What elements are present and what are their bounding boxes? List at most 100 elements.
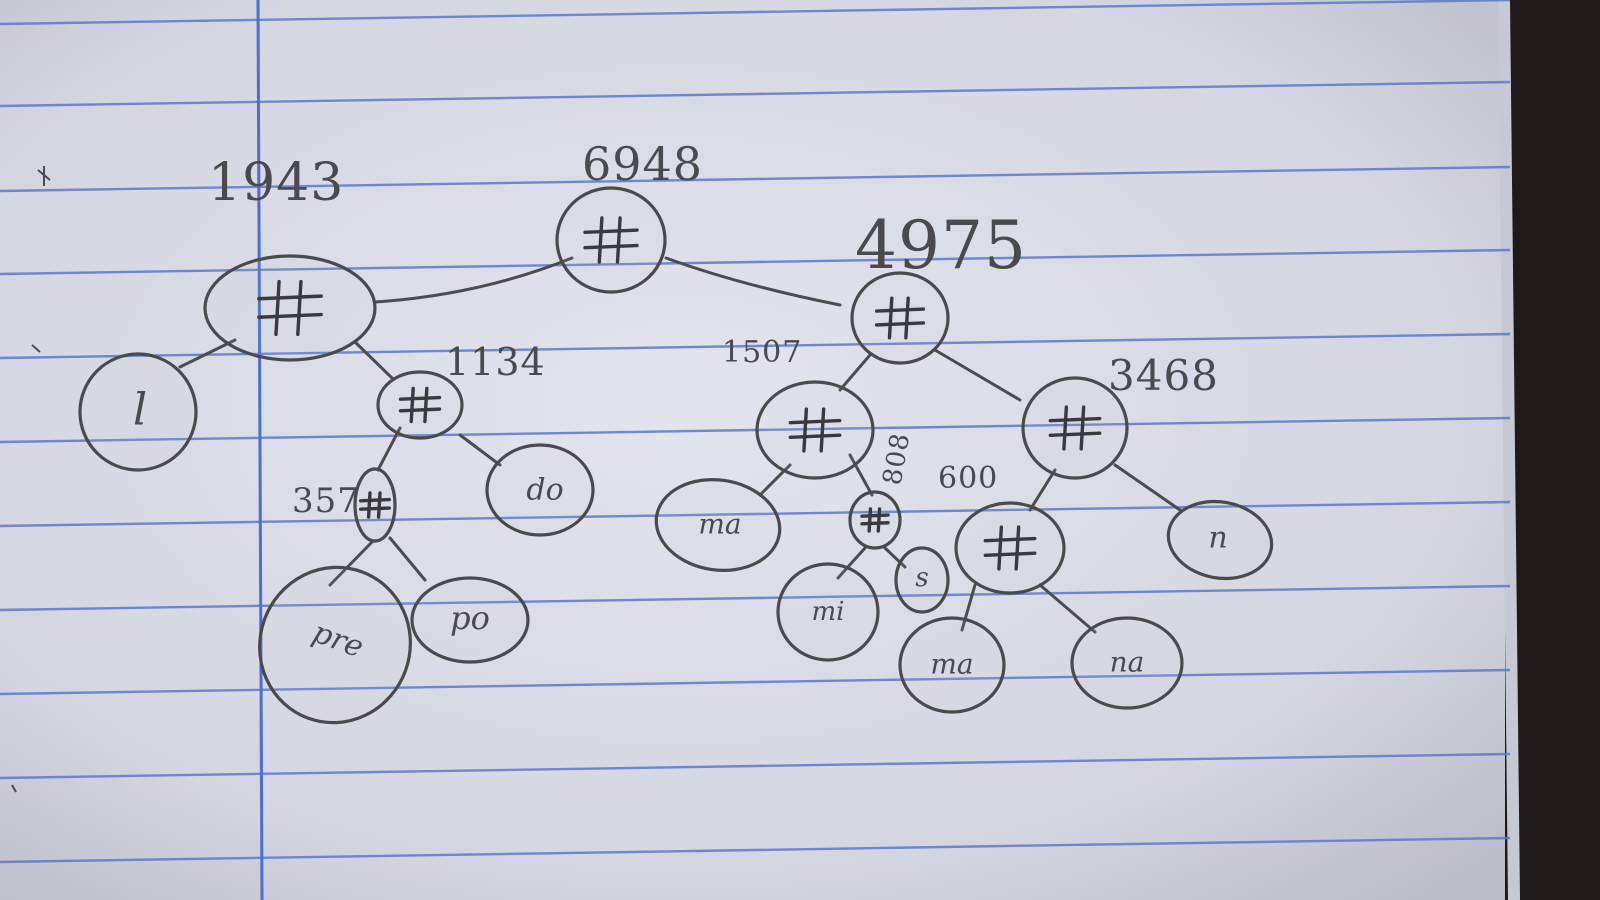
hash-mark — [860, 507, 890, 533]
ruled-line — [0, 500, 1511, 528]
hash-stroke — [583, 228, 639, 235]
weight-left-right-left: 357 — [292, 481, 360, 521]
edge-808-mi — [836, 546, 867, 580]
weight-left-right: 1134 — [445, 340, 546, 384]
hash-stroke — [1079, 405, 1086, 451]
hash-stroke — [788, 433, 842, 440]
hash-stroke — [983, 536, 1037, 543]
node-ring — [1021, 376, 1129, 480]
weight-right-right: 3468 — [1108, 351, 1219, 400]
hash-stroke — [257, 294, 323, 301]
internal-node-right-left — [755, 380, 875, 480]
edge-rightright-600 — [1028, 468, 1057, 512]
leaf-node-s — [894, 546, 950, 614]
node-ring — [376, 370, 464, 440]
hash-stroke — [359, 506, 391, 511]
leaf-node-po — [410, 576, 530, 664]
weight-right-left: 1507 — [722, 335, 802, 370]
ruled-line — [0, 165, 1511, 193]
internal-node-right — [850, 271, 950, 365]
hash-stroke — [887, 296, 894, 340]
hash-stroke — [296, 279, 303, 337]
hash-stroke — [1062, 405, 1069, 451]
hash-stroke — [867, 507, 873, 533]
weight-right: 4975 — [855, 207, 1027, 284]
ruled-line — [0, 836, 1511, 864]
margin-line — [256, 0, 264, 900]
weight-right-right-left: 600 — [938, 461, 998, 496]
leaf-label-mi: mi — [812, 597, 845, 627]
hash-mark — [257, 279, 323, 337]
leaf-label-do: do — [526, 473, 563, 508]
tree-leaf-nodes: l do pre po ma mi s ma na n — [78, 352, 1274, 725]
node-ring — [203, 254, 377, 362]
leaf-label-ma: ma — [930, 648, 973, 681]
hash-stroke — [874, 307, 926, 313]
edge-root-left — [373, 256, 574, 304]
edge-357-pre — [328, 540, 374, 587]
hash-stroke — [409, 386, 415, 424]
leaf-label-l: l — [133, 385, 147, 436]
hash-stroke — [615, 216, 622, 264]
node-ring — [555, 186, 667, 294]
internal-node-right-right-left — [954, 501, 1066, 595]
leaf-node-pre — [258, 565, 412, 725]
hash-mark — [583, 216, 639, 264]
hash-stroke — [398, 407, 442, 413]
hash-mark — [788, 407, 842, 453]
edge-right-rightright — [933, 348, 1022, 402]
hash-stroke — [398, 395, 442, 401]
hash-stroke — [819, 407, 826, 453]
table-edge — [1505, 0, 1600, 900]
edge-rightleft-808 — [848, 453, 874, 497]
hash-stroke — [376, 491, 382, 519]
edge-leftright-357 — [376, 426, 402, 472]
ruled-line — [0, 584, 1511, 612]
hash-stroke — [359, 497, 391, 503]
edge-root-right — [664, 256, 842, 307]
hash-stroke — [860, 513, 890, 518]
internal-node-right-right — [1021, 376, 1129, 480]
ruled-line — [0, 332, 1511, 360]
leaf-node-do — [485, 443, 595, 537]
leaf-label-s: s — [915, 563, 928, 593]
leaf-label-po: po — [450, 599, 490, 637]
hash-stroke — [788, 418, 842, 425]
hash-mark — [1048, 405, 1102, 451]
node-ring — [954, 501, 1066, 595]
hash-stroke — [860, 521, 890, 526]
internal-node-root — [555, 186, 667, 294]
leaf-node-na — [1070, 616, 1184, 710]
hash-stroke — [874, 321, 926, 327]
internal-node-left — [203, 254, 377, 362]
leaf-label-na: na — [1110, 646, 1145, 679]
leaf-label-n: n — [1208, 521, 1227, 556]
leaf-node-ma — [898, 616, 1006, 714]
hash-mark — [874, 296, 926, 340]
hash-mark — [983, 525, 1037, 571]
weight-root: 6948 — [582, 137, 703, 191]
weight-labels: 6948 1943 1134 357 4975 1507 808 3468 60… — [208, 137, 1219, 521]
node-ring — [850, 271, 950, 365]
edge-left-l — [178, 338, 237, 369]
hash-stroke — [1014, 525, 1021, 571]
tree-internal-nodes — [203, 186, 1129, 595]
edge-left-leftright — [353, 340, 394, 380]
ruled-line — [0, 752, 1511, 780]
hash-mark — [398, 386, 442, 424]
hash-stroke — [1048, 431, 1102, 438]
hash-stroke — [997, 525, 1004, 571]
hash-stroke — [876, 507, 882, 533]
hash-mark — [359, 491, 391, 519]
leaf-node-n — [1166, 499, 1274, 581]
hash-stroke — [257, 312, 323, 319]
ruled-line — [0, 248, 1511, 276]
edge-rightright-n — [1113, 463, 1182, 512]
hash-stroke — [904, 296, 910, 340]
edge-357-po — [388, 536, 427, 582]
node-ring — [848, 490, 902, 550]
internal-node-right-left-right — [848, 490, 902, 550]
hash-stroke — [366, 491, 372, 519]
internal-node-left-right — [376, 370, 464, 440]
